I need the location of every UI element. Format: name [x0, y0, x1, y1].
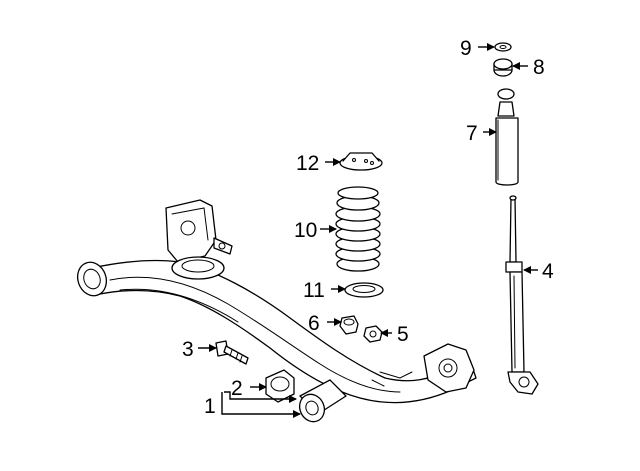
callout-8: 8	[533, 56, 545, 79]
leader-lines	[198, 43, 538, 418]
callout-7: 7	[466, 122, 478, 145]
lower-insulator-part	[344, 282, 384, 298]
bushing-part	[265, 369, 295, 403]
callout-9: 9	[460, 37, 472, 60]
stopper-part	[339, 315, 359, 335]
upper-insulator-part	[339, 152, 383, 171]
axle-beam	[76, 199, 477, 423]
shock-absorber	[495, 88, 539, 395]
callout-2: 2	[231, 377, 243, 400]
nut-part	[363, 325, 383, 343]
mount-nut-part	[493, 58, 513, 77]
callout-3: 3	[182, 338, 194, 361]
callout-12: 12	[296, 152, 319, 175]
coil-spring-part	[335, 186, 381, 272]
washer-part	[494, 42, 512, 52]
callout-6: 6	[308, 312, 320, 335]
callout-1: 1	[204, 395, 216, 418]
callout-5: 5	[397, 323, 409, 346]
callout-10: 10	[294, 219, 317, 242]
bolt-part	[215, 340, 249, 365]
callout-11: 11	[303, 279, 325, 302]
callout-4: 4	[542, 260, 554, 283]
